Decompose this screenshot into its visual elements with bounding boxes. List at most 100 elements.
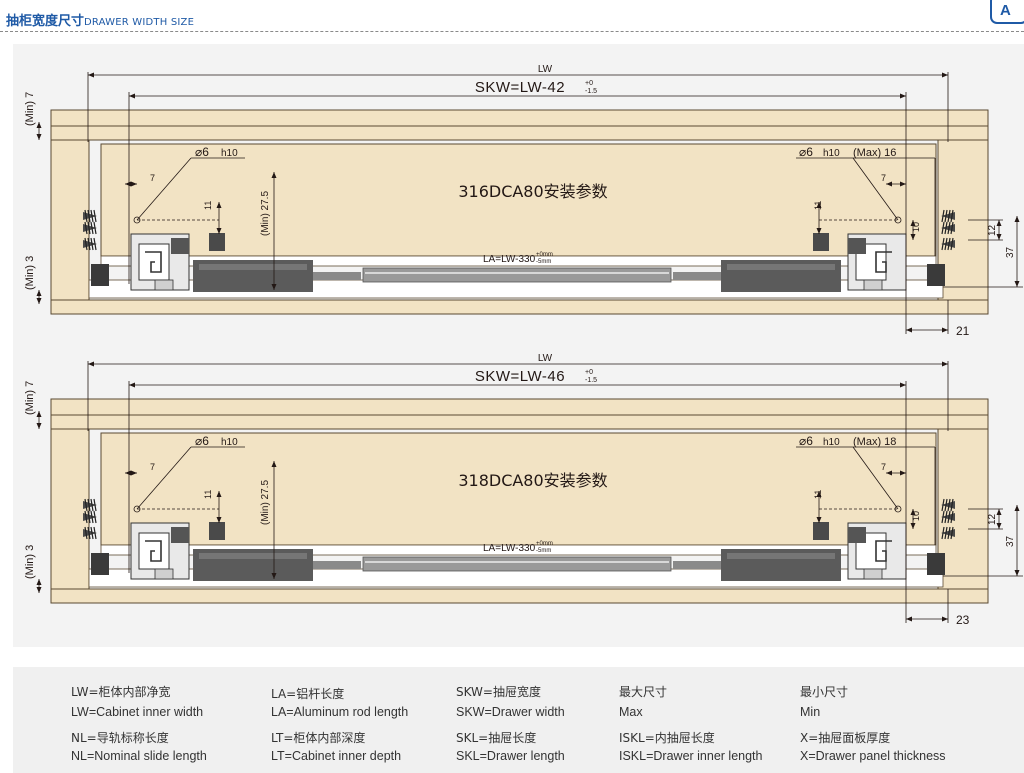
min7-label: (Min) 7 — [24, 381, 36, 415]
stop-block-right — [927, 264, 945, 286]
screw-right-1 — [941, 209, 955, 223]
runner-right-clip — [848, 238, 866, 254]
screw-right-1-thread — [947, 209, 951, 223]
motor-left-ridge — [199, 264, 307, 270]
screw-left-3 — [83, 526, 97, 540]
la-label: LA=LW-330 — [483, 254, 536, 265]
skw-dimension-head-right — [900, 382, 906, 388]
screw-left-2-thread — [93, 510, 97, 524]
bottom-board — [50, 588, 989, 604]
screw-right-2 — [941, 510, 955, 524]
bottom-dimension-head-left — [906, 616, 912, 622]
legend-iskl-cn: ISKL=内抽屉长度 — [619, 731, 715, 745]
la-tol-up: +0mm — [536, 541, 553, 547]
legend-x-cn: X=抽屉面板厚度 — [800, 731, 891, 745]
dim37-dimension-head-top — [1014, 216, 1020, 222]
skw-tol-up: +0 — [585, 80, 593, 87]
dim10-dimension-head-top — [910, 220, 916, 226]
h10-right-label: h10 — [823, 437, 840, 448]
dim11-right-dimension-head-bottom — [816, 228, 822, 234]
skw-label: SKW=LW-42 — [475, 79, 565, 96]
legend-lt-cn: LT=柜体内部深度 — [271, 731, 366, 745]
screw-left-1-thread — [87, 498, 91, 512]
dim12-label: 12 — [987, 513, 998, 525]
drawer-bottom-gap — [100, 255, 937, 267]
latch-right — [813, 522, 829, 540]
dim10-dimension-head-top — [910, 509, 916, 515]
legend-skl-en: SKL=Drawer length — [456, 749, 565, 763]
callout-left-leader — [136, 446, 192, 510]
screw-right-3-thread — [944, 526, 948, 540]
screw-right-1 — [941, 498, 955, 512]
screw-right-2 — [941, 221, 955, 235]
legend-skl-cn: SKL=抽屉长度 — [456, 731, 537, 745]
legend-nl-en: NL=Nominal slide length — [71, 749, 207, 763]
dim37-label: 37 — [1005, 535, 1016, 547]
screw-left-3 — [83, 237, 97, 251]
dim11-right-dimension-head-top — [816, 202, 822, 208]
screw-left-3-thread — [90, 237, 94, 251]
screw-right-3-thread — [941, 237, 945, 251]
dim11-left-dimension-head-top — [216, 202, 222, 208]
legend-panel: LW=柜体内部净宽 LW=Cabinet inner width LA=铝杆长度… — [13, 667, 1024, 773]
screw-left-2 — [83, 221, 97, 235]
aluminum-rod — [362, 556, 672, 572]
connector-right — [673, 272, 721, 280]
screw-right-3-thread — [950, 526, 954, 540]
screw-left-2-thread — [93, 221, 97, 235]
legend-la-en: LA=Aluminum rod length — [271, 705, 409, 719]
legend-skw-cn: SKW=抽屉宽度 — [456, 685, 541, 699]
dim7-right-label: 7 — [881, 173, 886, 183]
min3-dimension-head-top — [36, 290, 42, 296]
screw-right-3-thread — [944, 237, 948, 251]
installation-diagrams: LWSKW=LW-42+0-1.5316DCA80安装参数LA=LW-330+0… — [24, 64, 1023, 627]
screw-left-1-thread — [90, 498, 94, 512]
screw-left-3-thread — [93, 526, 97, 540]
dim7-right-dimension-head-left — [886, 470, 892, 476]
skw-tol-up: +0 — [585, 369, 593, 376]
screw-right-1-thread — [944, 209, 948, 223]
min3-dimension-head-top — [36, 579, 42, 585]
dim12-label: 12 — [987, 224, 998, 236]
lw-dimension-head-left — [88, 361, 94, 367]
aluminum-rod — [362, 267, 672, 283]
min7-dimension-head-bottom — [36, 134, 42, 140]
dim12-dimension-head-bottom — [996, 234, 1002, 240]
max-label: (Max) 16 — [853, 147, 896, 159]
left-side-panel — [50, 428, 90, 590]
legend-la-cn: LA=铝杆长度 — [271, 687, 345, 701]
dim37-dimension-head-bottom — [1014, 570, 1020, 576]
la-label: LA=LW-330 — [483, 543, 536, 554]
screw-right-3-thread — [941, 526, 945, 540]
legend-lt-en: LT=Cabinet inner depth — [271, 749, 402, 763]
skw-tol-down: -1.5 — [585, 377, 597, 384]
left-side-panel — [50, 139, 90, 301]
legend-skw-en: SKW=Drawer width — [456, 705, 565, 719]
latch-left — [209, 522, 225, 540]
dim7-left-dimension-head-right — [131, 470, 137, 476]
runner-right-foot — [863, 568, 883, 580]
screw-left-2-thread — [90, 221, 94, 235]
runner-left-clip — [171, 527, 189, 543]
screw-left-1-thread — [87, 209, 91, 223]
screw-left-3-thread — [84, 237, 88, 251]
screw-right-1-thread — [944, 498, 948, 512]
screw-right-2-thread — [944, 510, 948, 524]
screw-left-2-thread — [84, 221, 88, 235]
min275-dimension-head-top — [271, 461, 277, 467]
dim11-left-dimension-head-bottom — [216, 228, 222, 234]
runner-right — [847, 522, 907, 580]
connector-left — [313, 272, 361, 280]
legend-max-cn: 最大尺寸 — [619, 685, 668, 699]
dim10-dimension-head-bottom — [910, 523, 916, 529]
stop-block-left — [91, 264, 109, 286]
model-label: 316DCA80安装参数 — [458, 182, 607, 201]
dim7-right-dimension-head-right — [900, 181, 906, 187]
screw-right-3-thread — [947, 237, 951, 251]
screw-left-3-thread — [87, 526, 91, 540]
min275-dimension-head-top — [271, 172, 277, 178]
dim11-left-dimension-head-top — [216, 491, 222, 497]
latch-left — [209, 233, 225, 251]
bottom-dimension-head-right — [942, 327, 948, 333]
